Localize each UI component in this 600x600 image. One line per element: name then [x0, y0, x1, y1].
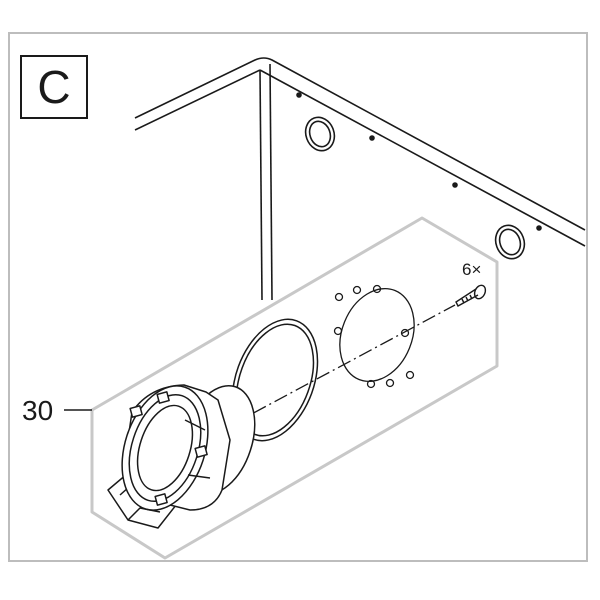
screw-quantity-label: 6× — [462, 260, 482, 279]
diagram-frame — [8, 32, 588, 562]
screw — [455, 284, 487, 307]
drain-housing — [107, 384, 256, 529]
housing-outline — [134, 57, 586, 301]
part-number-label: 30 — [22, 395, 54, 426]
mounting-gasket — [333, 284, 415, 389]
step-label: C — [37, 61, 71, 113]
step-label-box: C — [20, 55, 88, 119]
